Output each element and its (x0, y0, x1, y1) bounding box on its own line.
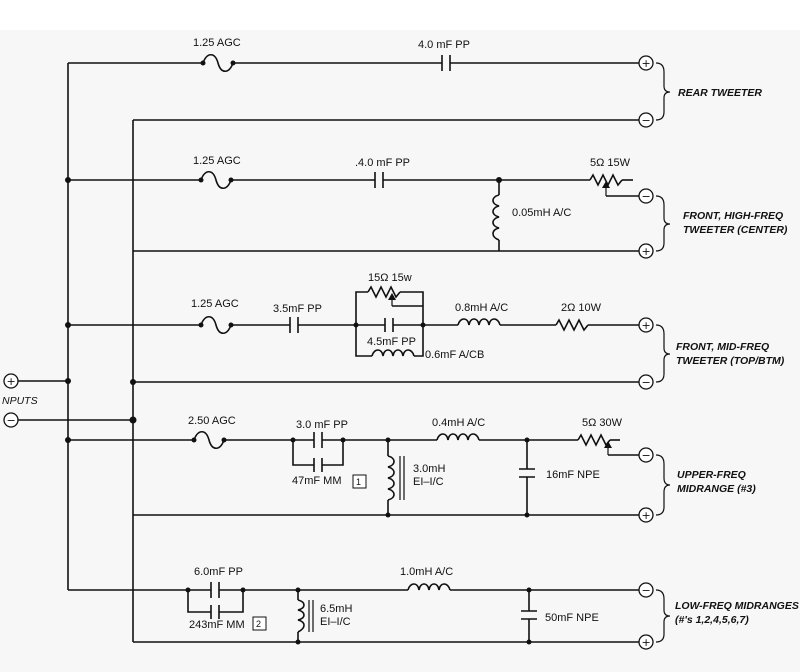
section-3-title-line-2: TWEETER (TOP/BTM) (676, 355, 785, 367)
svg-text:+: + (642, 319, 651, 332)
s5-cap-label: 6.0mF PP (194, 566, 243, 578)
s4-shunt-label: 16mF NPE (546, 469, 600, 481)
s4-note: 1 (356, 477, 361, 487)
terminals: + − + − − + + − − + − + (3, 55, 654, 650)
section-2-title-line-1: FRONT, HIGH-FREQ (683, 210, 783, 222)
terminal-s2-plus (638, 243, 654, 259)
note-2-box (252, 616, 267, 631)
s2-fuse-label: 1.25 AGC (193, 155, 241, 167)
section-4-title-line-1: UPPER-FREQ (677, 469, 746, 481)
svg-text:+: + (642, 636, 651, 649)
svg-text:−: − (642, 584, 651, 597)
s5-shunt-label: 50mF NPE (545, 612, 599, 624)
svg-text:−: − (642, 190, 651, 203)
s4-xf-label-2: EI–I/C (413, 476, 444, 488)
s4-pot-label: 5Ω 30W (582, 417, 623, 429)
terminal-input-minus (3, 412, 19, 428)
s3-ind-label: 0.8mH A/C (455, 302, 508, 314)
svg-text:+: + (642, 245, 651, 258)
terminal-input-plus (3, 373, 19, 389)
section-front-mid-freq: 1.25 AGC 3.5mF PP 15Ω 15w 4.5mF PP 0.6mF… (65, 272, 639, 383)
section-upper-freq-midrange: 1 2.50 AGC 3.0 mF PP 47mF MM 3.0mH EI–I/… (65, 415, 639, 518)
s4-ind-label: 0.4mH A/C (432, 417, 485, 429)
svg-text:−: − (7, 414, 16, 427)
terminal-s1-plus (638, 55, 654, 71)
svg-text:+: + (642, 509, 651, 522)
s4-cap-label: 3.0 mF PP (296, 419, 348, 431)
terminal-s5-plus (638, 634, 654, 650)
section-braces (655, 62, 671, 643)
section-rear-tweeter: 1.25 AGC 4.0 mF PP (68, 37, 639, 121)
s5-ind-label: 1.0mH A/C (400, 566, 453, 578)
s1-cap-label: 4.0 mF PP (418, 39, 470, 51)
terminal-s1-minus (638, 112, 654, 128)
s2-pot-label: 5Ω 15W (590, 157, 631, 169)
s1-fuse-label: 1.25 AGC (193, 37, 241, 49)
s3-fuse-label: 1.25 AGC (191, 298, 239, 310)
s5-xf-label-1: 6.5mH (320, 603, 352, 615)
s2-ind-label: 0.05mH A/C (512, 207, 571, 219)
note-1-box (352, 474, 367, 489)
inputs: NPUTS (2, 378, 137, 424)
svg-text:+: + (7, 375, 16, 388)
section-1-title: REAR TWEETER (678, 87, 762, 99)
s3-ind2-label: 0.6mF A/CB (425, 349, 484, 361)
section-2-title-line-2: TWEETER (CENTER) (683, 224, 788, 236)
svg-text:−: − (642, 114, 651, 127)
s5-cap2-label: 243mF MM (189, 619, 245, 631)
s5-note: 2 (256, 619, 261, 629)
s3-res-label: 2Ω 10W (561, 302, 602, 314)
s3-pot-label: 15Ω 15w (368, 272, 412, 284)
section-4-title-line-2: MIDRANGE (#3) (677, 483, 756, 495)
inputs-label: NPUTS (2, 395, 38, 407)
svg-text:−: − (642, 449, 651, 462)
terminal-s4-plus (638, 507, 654, 523)
s3-cap2-label: 4.5mF PP (367, 336, 416, 348)
terminal-s3-plus (638, 317, 654, 333)
svg-text:−: − (642, 376, 651, 389)
terminal-s4-minus (638, 447, 654, 463)
s2-cap-label: .4.0 mF PP (355, 157, 410, 169)
terminal-s3-minus (638, 374, 654, 390)
s4-xf-label-1: 3.0mH (413, 463, 445, 475)
s5-xf-label-2: EI–I/C (320, 616, 351, 628)
section-low-freq-midranges: 2 6.0mF PP 243mF MM 6.5mH EI–I/C 1.0mH A… (68, 566, 639, 645)
section-5-title-line-1: LOW-FREQ MIDRANGES (675, 600, 799, 612)
terminal-s2-minus (638, 188, 654, 204)
section-3-title-line-1: FRONT, MID-FREQ (676, 341, 769, 353)
section-front-high-freq: 1.25 AGC .4.0 mF PP 0.05mH A/C 5Ω 15W (65, 155, 639, 252)
terminal-s5-minus (638, 582, 654, 598)
s4-fuse-label: 2.50 AGC (188, 415, 236, 427)
section-5-title-line-2: (#'s 1,2,4,5,6,7) (675, 614, 749, 626)
s3-cap-label: 3.5mF PP (273, 303, 322, 315)
svg-text:+: + (642, 57, 651, 70)
s4-cap2-label: 47mF MM (292, 475, 342, 487)
